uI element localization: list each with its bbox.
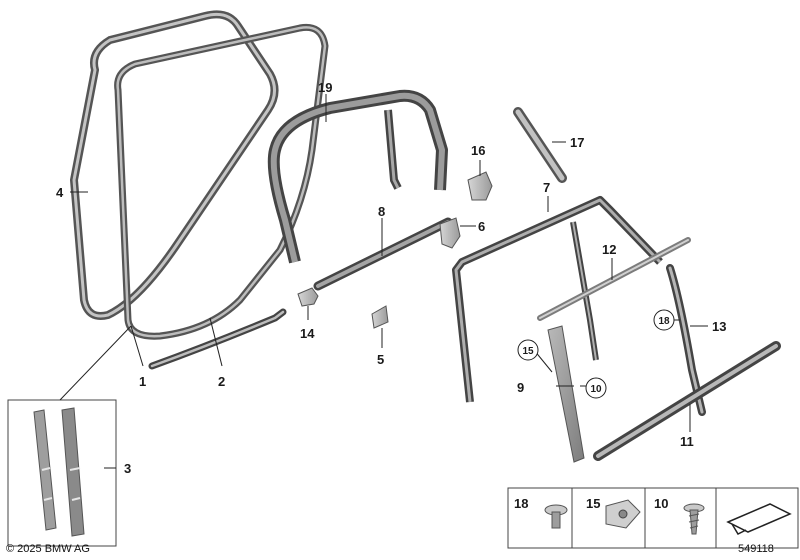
part-6-bracket xyxy=(439,217,461,249)
part-19-window-frame xyxy=(267,89,448,264)
callout-1: 1 xyxy=(139,374,146,389)
callout-6: 6 xyxy=(478,219,485,234)
circled-callouts: 15 10 18 xyxy=(517,309,675,399)
callout-19: 19 xyxy=(318,80,332,95)
part-7-window-trim xyxy=(452,196,663,403)
callout-18-circle: 18 xyxy=(658,316,670,327)
callout-8: 8 xyxy=(378,204,385,219)
arrow-symbol-icon xyxy=(726,503,792,535)
part-14-clip xyxy=(297,287,319,307)
callout-3: 3 xyxy=(124,461,131,476)
callout-labels: 4 1 2 3 19 8 16 6 14 5 17 7 12 13 9 11 xyxy=(56,80,726,476)
callout-12: 12 xyxy=(602,242,616,257)
part-11-belt-molding xyxy=(593,341,781,461)
callout-16: 16 xyxy=(471,143,485,158)
callout-10-circle: 10 xyxy=(590,384,602,395)
fastener-legend: 18 15 10 xyxy=(507,487,799,549)
callout-13: 13 xyxy=(712,319,726,334)
callout-4: 4 xyxy=(56,185,64,200)
part-9-pillar-trim xyxy=(547,325,585,463)
detail-inset-3 xyxy=(7,399,117,547)
copyright-text: © 2025 BMW AG xyxy=(6,543,90,555)
part-8-belt-strip xyxy=(313,217,453,291)
leader-lines xyxy=(59,94,708,469)
part-2-lower-seal xyxy=(148,308,287,370)
part-12-strip xyxy=(537,237,691,321)
part-4-door-seal xyxy=(70,10,279,320)
legend-item-15: 15 xyxy=(586,496,600,511)
part-5-plate xyxy=(371,305,389,329)
callout-2: 2 xyxy=(218,374,225,389)
callout-9: 9 xyxy=(517,380,524,395)
part-13-channel xyxy=(666,264,706,416)
clip-nut-15-icon xyxy=(605,499,641,529)
screw-10-icon xyxy=(683,503,705,535)
callout-14: 14 xyxy=(300,326,315,341)
part-1-inner-seal xyxy=(114,23,329,340)
callout-5: 5 xyxy=(377,352,384,367)
callout-15-circle: 15 xyxy=(522,346,534,357)
legend-item-18: 18 xyxy=(514,496,528,511)
part-17-trim-strip xyxy=(513,107,567,183)
legend-item-10: 10 xyxy=(654,496,668,511)
callout-11: 11 xyxy=(680,434,694,449)
callout-17: 17 xyxy=(570,135,584,150)
screw-18-icon xyxy=(544,504,568,529)
diagram-number: 549118 xyxy=(738,543,774,555)
part-16-bracket xyxy=(467,171,493,201)
callout-7: 7 xyxy=(543,180,550,195)
